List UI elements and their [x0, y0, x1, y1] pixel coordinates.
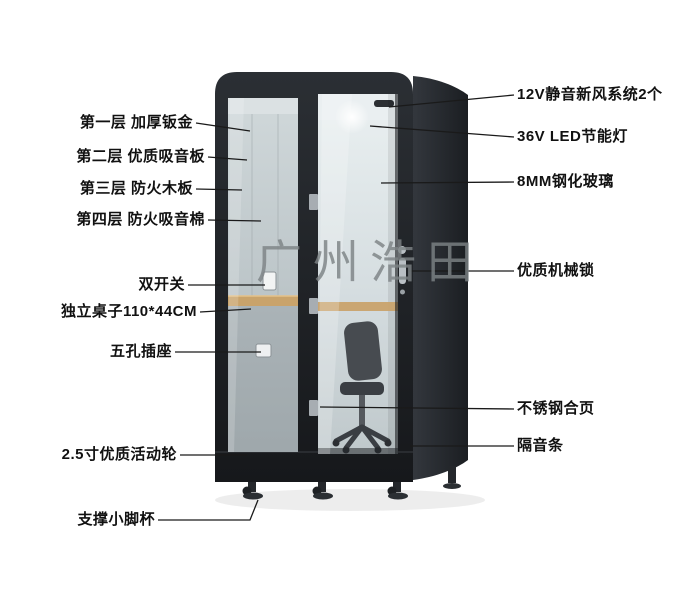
label-double-switch: 双开关 — [138, 276, 185, 293]
floor-shadow — [215, 489, 485, 511]
label-casters: 2.5寸优质活动轮 — [61, 446, 177, 463]
mechanical-lock — [398, 246, 406, 295]
label-tempered-glass: 8MM钢化玻璃 — [517, 173, 614, 190]
fresh-air-vent — [374, 100, 394, 107]
double-switch-panel — [262, 271, 277, 291]
leader-layer1-sheet-metal — [195, 122, 251, 132]
interior-ceiling — [228, 98, 298, 114]
led-ceiling-light — [335, 100, 369, 134]
label-layer3-fireproof-board: 第三层 防火木板 — [79, 180, 193, 197]
stainless-hinges — [309, 194, 318, 416]
label-fresh-air-system: 12V静音新风系统2个 — [517, 86, 663, 103]
label-socket: 五孔插座 — [109, 343, 172, 360]
booth-side-panel — [413, 76, 468, 480]
label-layer1-sheet-metal: 第一层 加厚钣金 — [79, 114, 193, 131]
leader-lines — [158, 94, 515, 521]
door-bottom-seal — [318, 448, 398, 454]
desk-through-door — [318, 302, 398, 311]
label-desk-size: 独立桌子110*44CM — [60, 303, 197, 320]
five-hole-socket — [255, 343, 272, 358]
label-hinges: 不锈钢合页 — [517, 400, 595, 417]
desk — [228, 296, 298, 306]
glass-reflection-door — [318, 94, 352, 454]
left-window-interior — [228, 98, 298, 452]
caster-feet — [242, 466, 461, 500]
leader-layer4-acoustic-cotton — [207, 219, 262, 222]
office-chair — [332, 321, 392, 454]
leader-foot-cups — [158, 499, 259, 521]
leader-layer3-fireproof-board — [195, 188, 243, 191]
label-led-light: 36V LED节能灯 — [517, 128, 628, 145]
label-seal-strip: 隔音条 — [517, 437, 564, 454]
leader-hinges — [319, 406, 515, 410]
leader-tempered-glass — [380, 181, 515, 184]
door-interior — [318, 94, 398, 454]
leader-fresh-air — [388, 94, 515, 108]
label-foot-cups: 支撑小脚杯 — [77, 511, 155, 528]
soundproof-seal-strip — [395, 94, 398, 454]
label-mechanical-lock: 优质机械锁 — [517, 262, 595, 279]
leader-desk — [199, 308, 252, 313]
leader-layer2-acoustic-board — [207, 156, 248, 161]
label-layer4-acoustic-cotton: 第四层 防火吸音棉 — [76, 211, 205, 228]
watermark: 广州浩田 — [256, 236, 484, 288]
glass-reflection — [228, 98, 244, 452]
leader-led-light — [369, 125, 515, 138]
label-layer2-acoustic-board: 第二层 优质吸音板 — [76, 148, 205, 165]
